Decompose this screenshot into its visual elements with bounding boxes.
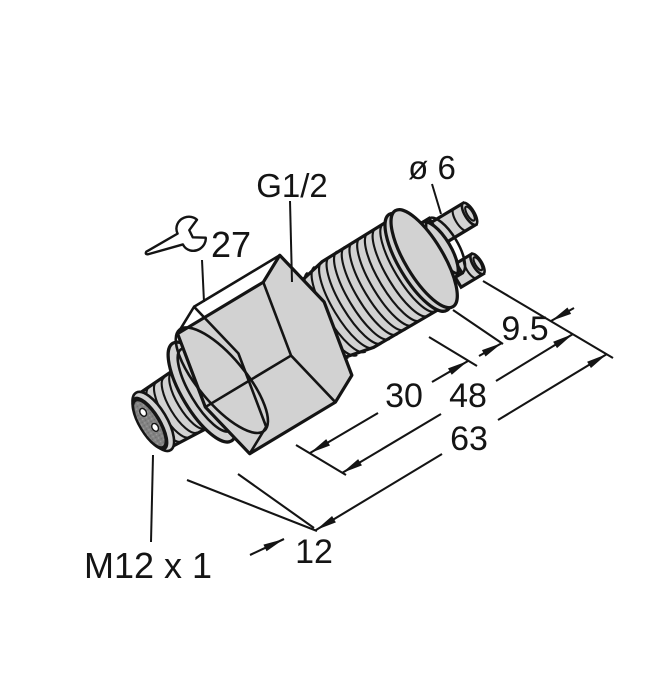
dim-text-total-length: 63 — [450, 420, 488, 458]
dim-30-right — [431, 360, 469, 383]
leader-wrench27 — [201, 259, 205, 303]
label-tip-diameter: ø 6 — [408, 149, 456, 186]
annotations: G1/2 ø 6 27 9.5 30 48 63 12 M12 x 1 — [84, 149, 614, 586]
hex-nut — [174, 253, 354, 456]
dim-63-left — [315, 453, 443, 531]
label-wrench-size: 27 — [211, 224, 251, 265]
sensor-body — [131, 200, 486, 456]
connector-pin — [151, 422, 160, 432]
leader-m12 — [150, 454, 154, 543]
leader-g12 — [289, 200, 293, 283]
hex-chamfer-circle — [174, 326, 270, 435]
ext-line-connector-base — [237, 473, 315, 529]
dim-text-housing-length: 48 — [449, 377, 487, 415]
ext-line-thread-end — [428, 336, 478, 367]
dim-text-thread-length: 30 — [385, 377, 423, 415]
dim-48-right — [495, 333, 574, 382]
label-process-thread: G1/2 — [256, 167, 328, 204]
wrench-icon — [144, 215, 207, 256]
ext-line-hex-front — [295, 444, 347, 476]
ext-line-body-start — [186, 479, 318, 532]
flange — [383, 208, 459, 313]
connector-pin — [139, 407, 148, 417]
dim-48-left — [341, 413, 442, 474]
dim-12-arrow — [249, 538, 285, 556]
dim-text-tip-length: 9.5 — [501, 310, 548, 348]
m12-connector — [131, 363, 217, 453]
label-connector-thread: M12 x 1 — [84, 545, 212, 586]
ext-line-tip-start — [452, 309, 504, 345]
leader-dia6 — [431, 183, 442, 215]
ext-line-tip-end — [482, 280, 614, 359]
dim-30-left — [309, 412, 379, 454]
dim-63-right — [497, 353, 608, 421]
dim-text-connector-length: 12 — [295, 533, 333, 571]
dim-9_5-arrow-right — [550, 307, 575, 322]
dim-9_5-arrow-left — [478, 342, 503, 357]
